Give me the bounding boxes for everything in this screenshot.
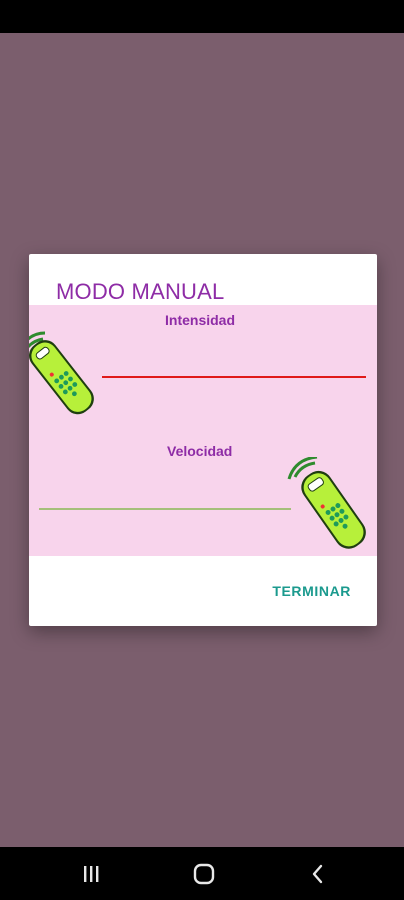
dialog-title: MODO MANUAL [56, 279, 225, 304]
status-bar [0, 0, 404, 33]
finish-button[interactable]: TERMINAR [272, 583, 351, 599]
home-icon[interactable] [191, 861, 217, 887]
intensity-slider-track[interactable] [102, 376, 366, 378]
intensity-label: Intensidad [165, 312, 236, 328]
speed-slider-track[interactable] [39, 508, 291, 510]
remote-control-icon [287, 457, 366, 549]
back-icon[interactable] [305, 861, 331, 887]
recent-apps-icon[interactable] [78, 861, 104, 887]
navigation-bar [0, 847, 404, 900]
manual-mode-dialog: MODO MANUAL Intensidad Velocidad [29, 254, 377, 626]
remote-control-icon [29, 331, 94, 415]
control-panel: Intensidad Velocidad [29, 305, 377, 556]
speed-label: Velocidad [167, 443, 233, 459]
